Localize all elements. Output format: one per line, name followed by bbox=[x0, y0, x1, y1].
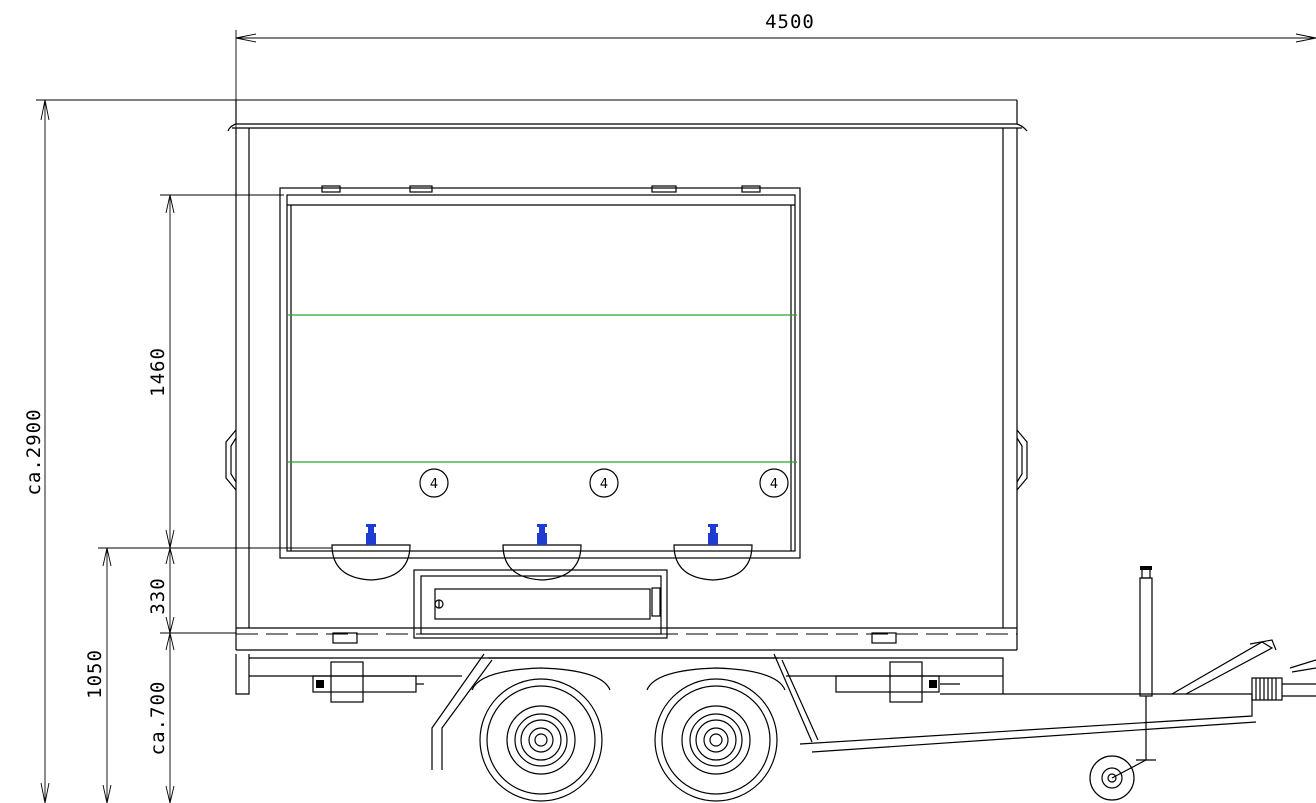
sink-center bbox=[502, 524, 582, 581]
dimension-floor-height: 1050 bbox=[84, 547, 112, 803]
dimension-window-height: 1460 bbox=[147, 194, 284, 549]
callout-3: 4 bbox=[759, 468, 789, 498]
dimension-overall-length: 4500 bbox=[235, 11, 1316, 128]
dim-1460: 1460 bbox=[147, 347, 169, 397]
jockey-wheel bbox=[1089, 755, 1147, 801]
sink-right bbox=[673, 524, 753, 581]
service-hatch bbox=[413, 569, 668, 639]
wheel-front bbox=[471, 667, 611, 802]
dim-4500: 4500 bbox=[765, 11, 815, 33]
trailer-roof bbox=[227, 100, 1028, 132]
dimension-chassis-height: ca.700 bbox=[147, 632, 236, 803]
lock-icon bbox=[434, 599, 444, 609]
faucet-icon bbox=[708, 524, 718, 545]
callout-2: 4 bbox=[589, 468, 619, 498]
right-handle bbox=[1016, 429, 1028, 491]
dim-ca-700: ca.700 bbox=[147, 681, 169, 756]
dim-1050: 1050 bbox=[84, 649, 106, 699]
svg-text:4: 4 bbox=[770, 477, 778, 492]
dimension-overall-height: ca.2900 bbox=[23, 99, 1017, 803]
callout-group: 4 4 4 bbox=[419, 468, 789, 498]
faucet-icon bbox=[537, 524, 547, 545]
callout-1: 4 bbox=[419, 468, 449, 498]
dim-ca-2900: ca.2900 bbox=[23, 408, 45, 495]
svg-text:4: 4 bbox=[430, 477, 438, 492]
dimension-counter-height: 330 bbox=[98, 547, 332, 634]
sink-left bbox=[331, 524, 411, 581]
svg-text:4: 4 bbox=[600, 477, 608, 492]
faucet-icon bbox=[366, 524, 376, 545]
chassis bbox=[235, 566, 1316, 770]
serving-window bbox=[279, 185, 801, 559]
left-handle bbox=[225, 429, 237, 491]
dim-330: 330 bbox=[147, 577, 169, 614]
wheel-rear bbox=[646, 667, 786, 802]
trailer-body bbox=[235, 128, 1018, 651]
